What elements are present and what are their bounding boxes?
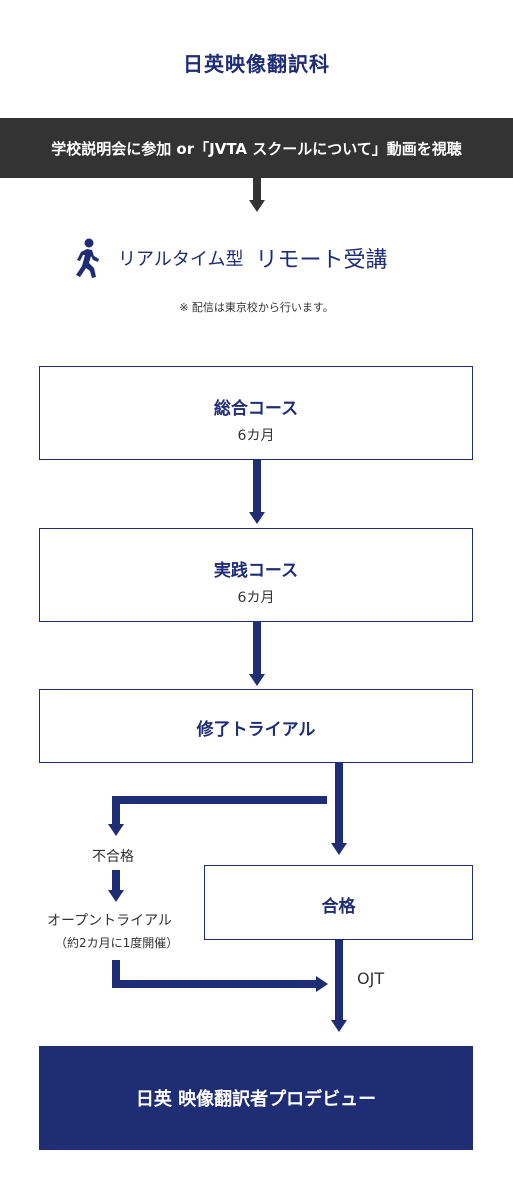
mode-prefix: リアルタイム型: [118, 249, 244, 270]
course-duration: 6カ月: [237, 428, 275, 444]
course-title: 総合コース: [213, 399, 299, 419]
arrow-step2-to-step3: [249, 622, 265, 686]
ojt-label: OJT: [357, 969, 385, 988]
course-duration: 6カ月: [237, 590, 275, 606]
arrow-step1-to-step2: [249, 460, 265, 524]
arrow-trial-to-pass: [331, 763, 347, 855]
mode-label: リモート受講: [255, 248, 388, 273]
page-title: 日英映像翻訳科: [183, 52, 330, 76]
attendance-mode: リアルタイム型 リモート受講: [72, 238, 387, 278]
course-title: 実践コース: [213, 561, 299, 581]
arrow-open-trial-to-ojt: [112, 960, 328, 992]
course-box-practical: 実践コース 6カ月: [39, 528, 473, 622]
course-box-general: 総合コース 6カ月: [39, 366, 473, 460]
arrow-trial-to-fail: [108, 796, 327, 836]
trial-title: 修了トライアル: [196, 720, 316, 740]
info-session-banner: 学校説明会に参加 or「JVTA スクールについて」動画を視聴: [0, 118, 513, 178]
walking-person-icon: [76, 238, 99, 278]
fail-label: 不合格: [92, 849, 134, 865]
arrow-banner-to-mode: [249, 178, 265, 212]
arrow-fail-to-open-trial: [108, 870, 124, 902]
open-trial-label: オープントライアル: [47, 913, 173, 929]
streaming-note: ※ 配信は東京校から行います。: [179, 301, 334, 314]
arrow-pass-to-final: [331, 940, 347, 1032]
pass-title: 合格: [321, 897, 356, 917]
open-trial-note: （約2カ月に1度開催）: [55, 936, 179, 950]
professional-debut-box: 日英 映像翻訳者プロデビュー: [39, 1046, 473, 1150]
completion-trial-box: 修了トライアル: [39, 689, 473, 763]
pass-box: 合格: [204, 865, 473, 940]
